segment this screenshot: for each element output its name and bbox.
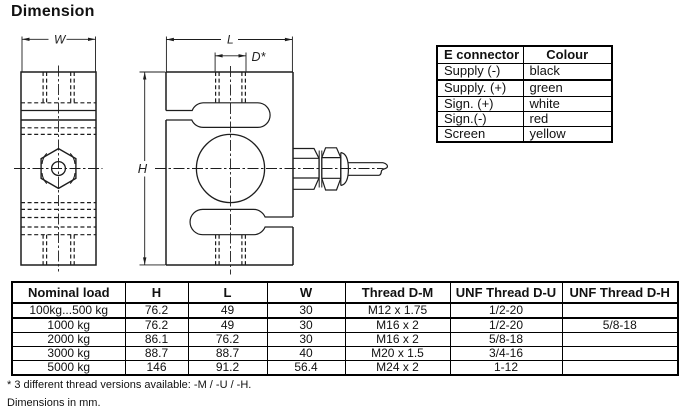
svg-text:D*: D*: [252, 50, 267, 64]
svg-text:H: H: [138, 161, 148, 176]
svg-text:L: L: [227, 33, 234, 47]
svg-text:W: W: [54, 32, 67, 46]
